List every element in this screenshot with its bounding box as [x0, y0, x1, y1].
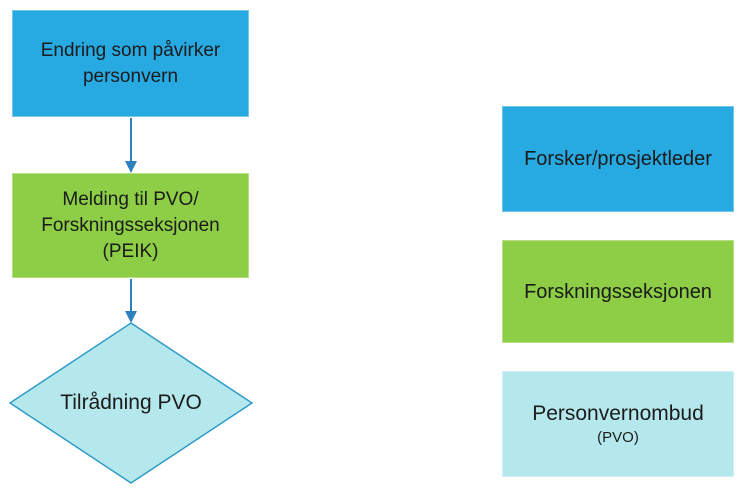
legend-personvernombud: Personvernombud (PVO): [502, 371, 734, 477]
legend-forskningsseksjonen: Forskningsseksjonen: [502, 240, 734, 343]
node-melding-til-pvo: Melding til PVO/ Forskningsseksjonen (PE…: [12, 173, 249, 278]
legend-forsker-label: Forsker/prosjektleder: [524, 148, 712, 170]
legend-forsker-prosjektleder: Forsker/prosjektleder: [502, 106, 734, 212]
decision-label-box: Tilrådning PVO: [8, 321, 254, 485]
diamond-shape-icon: [8, 322, 254, 484]
arrow-down-icon: [125, 279, 137, 323]
decision-tilradning-pvo: Tilrådning PVO: [8, 321, 254, 485]
node-endring-label: Endring som påvirker personvern: [40, 39, 221, 87]
legend-personvernombud-sublabel: (PVO): [597, 429, 639, 446]
legend-personvernombud-label: Personvernombud: [532, 402, 704, 425]
legend-forskningsseksjonen-label: Forskningsseksjonen: [524, 280, 712, 303]
arrow-down-icon: [125, 118, 137, 173]
node-melding-label: Melding til PVO/ Forskningsseksjonen (PE…: [41, 188, 220, 262]
decision-tilradning-label: Tilrådning PVO: [60, 391, 202, 414]
node-endring-som-pavirker: Endring som påvirker personvern: [12, 10, 249, 117]
